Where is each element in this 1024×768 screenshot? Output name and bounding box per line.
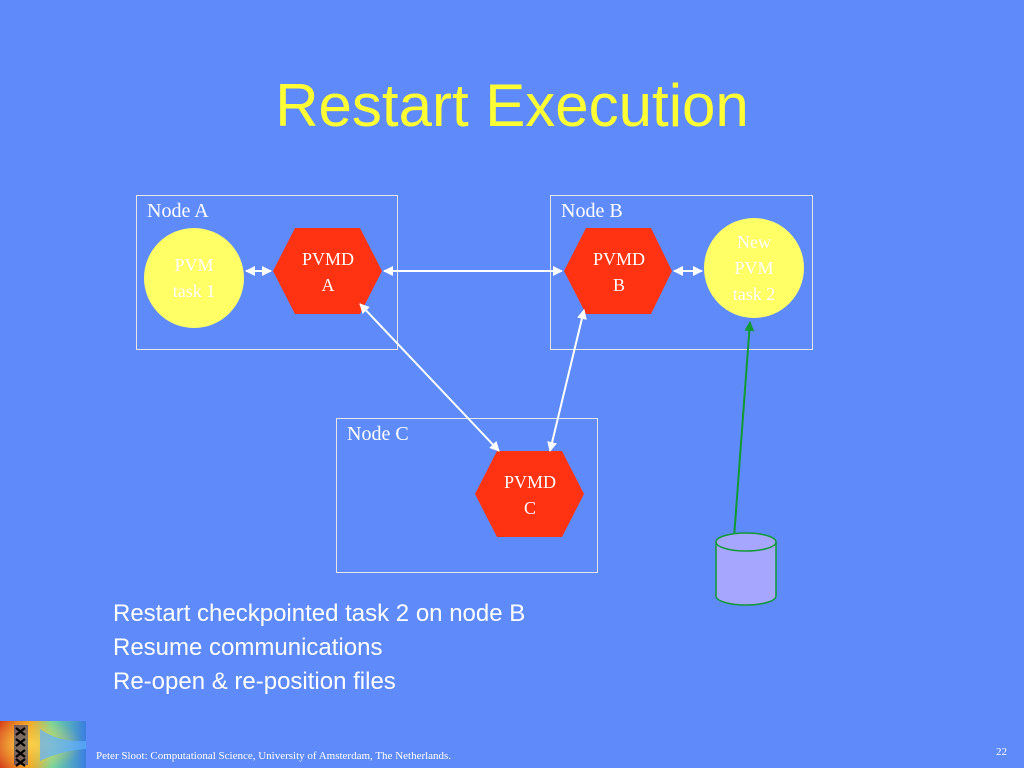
new-pvm-task-2-circle: [704, 218, 804, 318]
bullet-item: Resume communications: [113, 634, 383, 661]
pvm-task-1-line2: task 1: [172, 281, 216, 301]
pvmd-c-hexagon: [475, 451, 584, 537]
pvmd-b-hexagon: [564, 228, 672, 314]
new-pvm-task-2-label: New PVM task 2: [714, 229, 794, 307]
checkpoint-disk-icon: [715, 532, 777, 606]
page-number: 22: [996, 746, 1007, 758]
pvm-task-1-line1: PVM: [174, 255, 214, 275]
new-pvm-task-2-line2: PVM: [734, 258, 774, 278]
pvmd-a-line1: PVMD: [301, 249, 354, 269]
bullet-list: Restart checkpointed task 2 on node B Re…: [113, 597, 525, 699]
pvmd-b-label: PVMD B: [574, 246, 664, 298]
arrow-disk-to-task2: [733, 321, 755, 539]
pvm-task-1-circle: [144, 228, 244, 328]
new-pvm-task-2-line3: task 2: [732, 284, 776, 304]
pvmd-b-line1: PVMD: [592, 249, 645, 269]
pvm-task-1-label: PVM task 1: [154, 252, 234, 304]
new-pvm-task-2-line1: New: [737, 232, 771, 252]
university-logo-icon: [0, 721, 86, 768]
pvmd-a-line2: A: [321, 275, 335, 295]
pvmd-c-line1: PVMD: [503, 472, 556, 492]
footer-credit: Peter Sloot: Computational Science, Univ…: [96, 750, 452, 762]
pvmd-c-label: PVMD C: [485, 469, 575, 521]
bullet-item: Re-open & re-position files: [113, 668, 396, 695]
slide-title: Restart Execution: [275, 72, 749, 139]
arrow-pvmd-b-pvmd-c: [547, 309, 587, 452]
pvmd-a-label: PVMD A: [283, 246, 373, 298]
node-a-label: Node A: [147, 200, 209, 222]
bullet-item: Restart checkpointed task 2 on node B: [113, 600, 526, 627]
pvmd-a-hexagon: [273, 228, 382, 314]
pvmd-b-line2: B: [612, 275, 625, 295]
node-b-label: Node B: [561, 200, 623, 222]
arrow-pvmd-a-pvmd-c: [359, 303, 500, 452]
pvmd-c-line2: C: [523, 498, 536, 518]
